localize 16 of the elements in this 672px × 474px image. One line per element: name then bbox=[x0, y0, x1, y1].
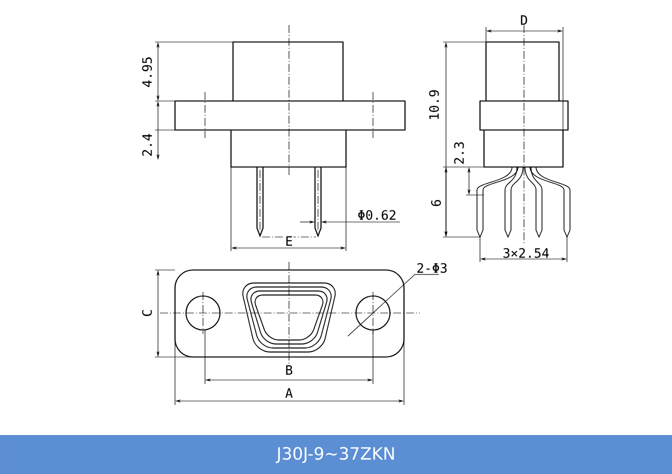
dimension-label: D bbox=[520, 14, 528, 26]
dimension-label: C bbox=[142, 308, 152, 318]
title-banner: J30J-9~37ZKN bbox=[0, 435, 672, 474]
dimension-label: A bbox=[284, 388, 294, 398]
dimension-label: 2.4 bbox=[142, 132, 152, 158]
dimension-label: 4.95 bbox=[142, 56, 152, 88]
callout-text: 2-Φ3 bbox=[417, 263, 447, 273]
mounting-hole bbox=[355, 295, 391, 331]
dimension-label: 2.3 bbox=[454, 140, 464, 166]
dimension-label: Φ0.62 bbox=[357, 210, 397, 220]
dimension-label: 10.9 bbox=[428, 88, 440, 122]
dimension-label: B bbox=[284, 364, 294, 376]
dimension-label: 3×2.54 bbox=[502, 248, 550, 258]
dimension-label: E bbox=[284, 236, 294, 246]
dimension-label: 6 bbox=[430, 198, 442, 208]
leader-line bbox=[348, 274, 440, 336]
